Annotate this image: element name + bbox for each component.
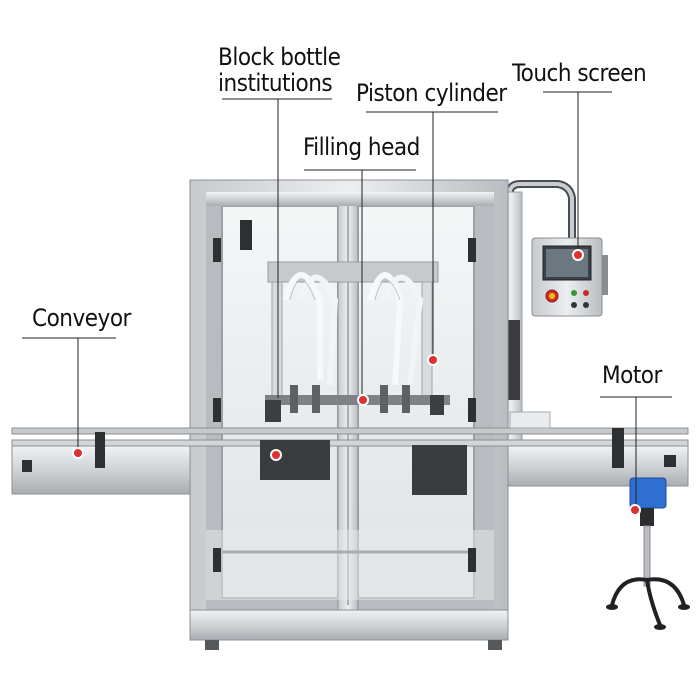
motor-assembly [606,477,690,630]
block-bottle-marker [270,449,282,461]
piston-cylinder-leader [366,111,498,360]
conveyor-marker [72,447,84,459]
bottle-stopper-block [260,440,330,480]
label-block-bottle-line2: institutions [218,69,333,97]
piston-cylinders [267,261,439,403]
label-motor: Motor [602,361,662,389]
motor-leader [600,396,672,510]
touch-screen-arm [506,180,576,238]
start-button [571,290,577,296]
label-piston-cylinder: Piston cylinder [356,79,507,107]
touch-screen-box [531,237,608,317]
conveyor-leader [22,337,116,452]
filling-head-marker [357,394,369,406]
touch-screen-leader [543,91,612,254]
label-touch-screen: Touch screen [512,59,647,87]
touch-screen-marker [572,249,584,261]
label-block-bottle-line1: Block bottle [218,43,341,71]
label-block-bottle-institutions: Block bottle institutions [218,43,341,97]
filling-head-leader [304,169,416,400]
cabinet-frame [189,179,509,650]
label-filling-head: Filling head [303,133,420,161]
callout-markers [72,249,641,516]
label-conveyor: Conveyor [32,304,131,332]
stop-button [583,290,589,296]
motor-marker [629,504,641,516]
piston-cylinder-marker [427,354,439,366]
conveyor [11,411,689,495]
side-panel-slot [508,320,520,400]
callout-lines [22,91,672,510]
conveyor-guide-bracket [95,432,105,468]
block-bottle-leader [222,98,332,398]
